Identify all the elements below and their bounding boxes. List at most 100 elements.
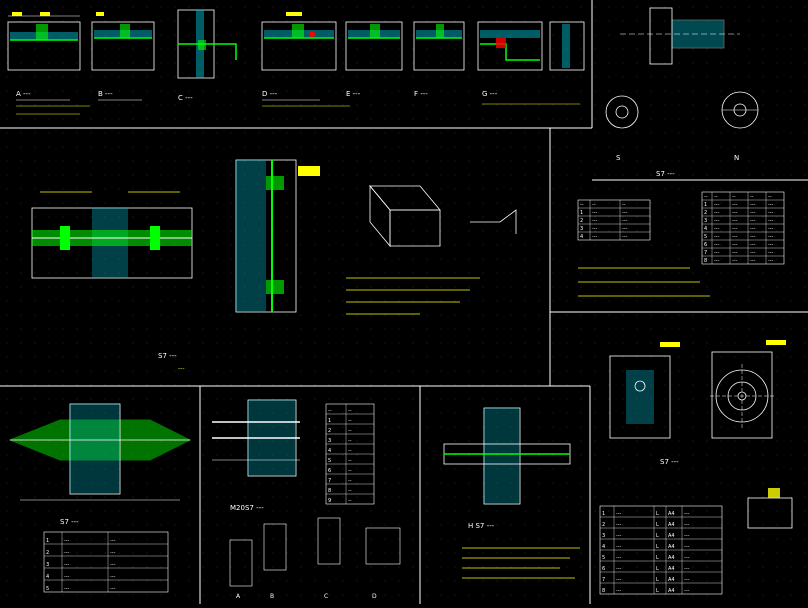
table-cell: -- — [348, 448, 352, 454]
table-cell: --- — [768, 250, 774, 256]
table-cell: --- — [110, 574, 116, 580]
detail-e — [345, 21, 403, 71]
table-cell: 6 — [704, 242, 707, 248]
table-cell: 1 — [602, 511, 605, 517]
table-cell: 8 — [602, 588, 605, 594]
table-cell: A4 — [668, 555, 675, 561]
detail-a — [7, 12, 81, 71]
caption-d: D --- — [262, 90, 278, 98]
middle-left-section: S7 --- --- — [31, 159, 517, 372]
table-cell: --- — [732, 258, 738, 264]
top-details — [7, 9, 585, 79]
table-cell: --- — [732, 210, 738, 216]
table-left: ------1------2------3------4------ — [577, 199, 651, 241]
table-cell: --- — [732, 242, 738, 248]
view-box — [263, 523, 287, 571]
table-cell: 2 — [602, 522, 605, 528]
table-frame — [701, 191, 785, 265]
table-cell: --- — [750, 242, 756, 248]
view-box — [317, 517, 341, 565]
table-cell: --- — [714, 242, 720, 248]
table-cell: 7 — [328, 478, 331, 484]
view-label: C — [324, 593, 328, 600]
table-cell: L — [656, 577, 659, 583]
table-cell: 3 — [602, 533, 605, 539]
bottom-mid-section: M20S7 --- ----1--2--3--4--5--6--7--8--9-… — [212, 399, 401, 600]
table-header-cell: -- — [592, 202, 596, 208]
middle-notes — [346, 277, 480, 315]
table-cell: --- — [110, 550, 116, 556]
view-box — [365, 527, 401, 565]
table-cell: 3 — [580, 226, 583, 232]
table-cell: 5 — [602, 555, 605, 561]
bottom-mid-table: ----1--2--3--4--5--6--7--8--9-- — [325, 403, 375, 505]
table-cell: 2 — [704, 210, 707, 216]
caption-c: C --- — [178, 94, 193, 102]
table-cell: --- — [714, 234, 720, 240]
table-cell: -- — [348, 428, 352, 434]
table-cell: --- — [714, 258, 720, 264]
table-cell: -- — [348, 458, 352, 464]
table-cell: 7 — [704, 250, 707, 256]
table-cell: --- — [622, 226, 628, 232]
table-cell: 2 — [46, 550, 49, 556]
table-cell: --- — [768, 258, 774, 264]
table-header-cell: -- — [704, 194, 708, 200]
table-cell: --- — [684, 588, 690, 594]
table-cell: --- — [64, 562, 70, 568]
caption-b: B --- — [98, 90, 113, 98]
table-cell: L — [656, 555, 659, 561]
bottom-mid-caption: M20S7 --- — [230, 504, 264, 512]
caption-g: G --- — [482, 90, 498, 98]
table-header-cell: -- — [580, 202, 584, 208]
table-cell: --- — [768, 202, 774, 208]
table-cell: 6 — [328, 468, 331, 474]
table-cell: --- — [616, 577, 622, 583]
bottom-left-table: 1------2------3------4------5------ — [43, 531, 169, 593]
middle-left-caption: S7 --- — [158, 352, 177, 360]
table-header-cell: -- — [732, 194, 736, 200]
table-cell: --- — [684, 544, 690, 550]
table-cell: 4 — [704, 226, 707, 232]
table-cell: L — [656, 511, 659, 517]
table-cell: A4 — [668, 577, 675, 583]
table-cell: --- — [768, 210, 774, 216]
table-cell: -- — [348, 488, 352, 494]
table-cell: --- — [768, 242, 774, 248]
h-section-caption: H S7 --- — [468, 522, 495, 530]
table-cell: --- — [732, 234, 738, 240]
table-cell: --- — [616, 555, 622, 561]
table-cell: --- — [684, 522, 690, 528]
table-cell: --- — [750, 202, 756, 208]
top-right-flange: S N S7 --- — [605, 7, 759, 178]
detail-g — [477, 21, 585, 71]
table-cell: --- — [750, 234, 756, 240]
table-cell: --- — [768, 234, 774, 240]
small-detail — [747, 488, 793, 529]
table-header-cell: -- — [768, 194, 772, 200]
top-detail-captions: A --- B --- C --- D --- E --- F --- G --… — [16, 90, 498, 102]
table-cell: --- — [732, 226, 738, 232]
table-cell: --- — [732, 250, 738, 256]
table-cell: 1 — [580, 210, 583, 216]
table-cell: -- — [348, 478, 352, 484]
table-cell: --- — [684, 533, 690, 539]
table-cell: 6 — [602, 566, 605, 572]
table-cell: 8 — [328, 488, 331, 494]
table-frame — [577, 199, 651, 241]
caption-e: E --- — [346, 90, 361, 98]
table-cell: L — [656, 588, 659, 594]
table-cell: 9 — [328, 498, 331, 504]
view-label: D — [372, 593, 377, 600]
bottom-left-section: S7 --- 1------2------3------4------5----… — [8, 403, 192, 593]
detail-b — [91, 12, 155, 71]
table-cell: --- — [684, 577, 690, 583]
table-cell: --- — [768, 226, 774, 232]
table-cell: 4 — [46, 574, 49, 580]
table-cell: --- — [64, 574, 70, 580]
table-cell: --- — [750, 250, 756, 256]
detail-f — [413, 21, 465, 71]
